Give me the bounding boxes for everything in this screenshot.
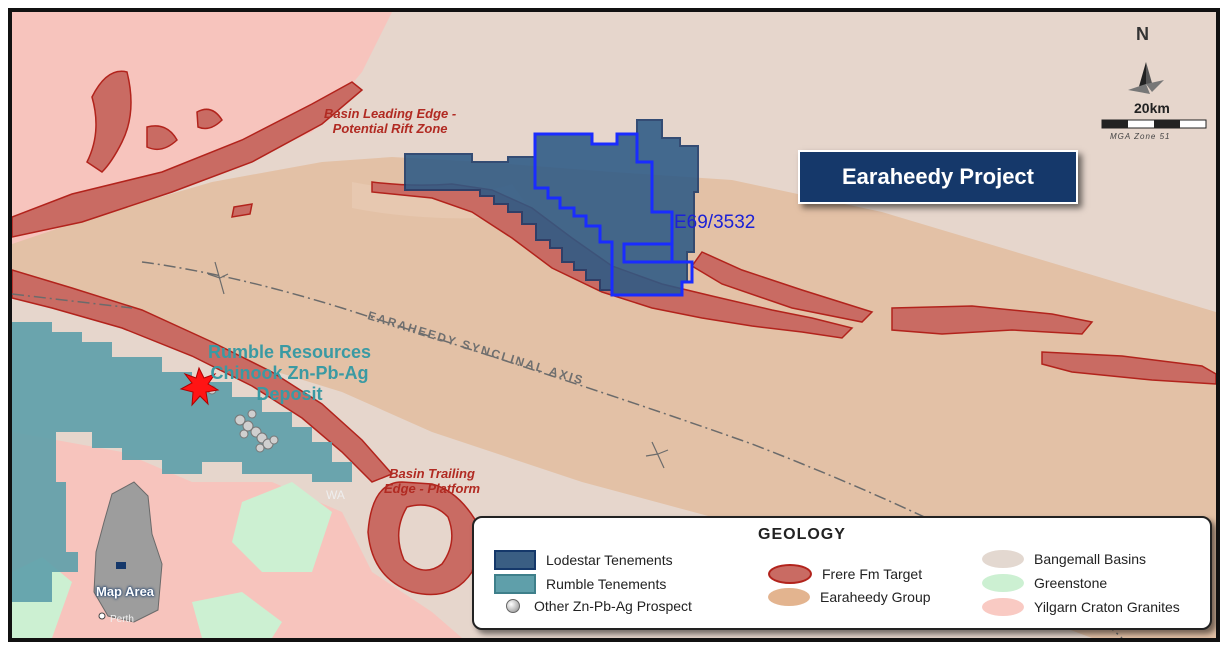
scale-zone-label: MGA Zone 51 [1110,132,1171,141]
syncline-symbol-west [207,261,229,295]
tenement-id-label: E69/3532 [674,212,756,233]
lodestar-e69-3532-outline [533,132,694,297]
prospect-dots [207,385,279,453]
legend-label-prospect: Other Zn-Pb-Ag Prospect [534,598,692,614]
frere-swatch-icon [768,564,812,584]
frere-ridge-southwest [12,269,394,483]
inset-map-area-label: Map Area [96,584,155,599]
frere-ridge-north-arc [12,81,364,238]
north-arrow-icon [1128,62,1164,94]
chinook-deposit-label: Rumble Resources Chinook Zn-Pb-Ag Deposi… [208,342,371,405]
map-area-marker-icon [116,562,126,569]
prospect-dot-icon [506,599,520,613]
legend-item-earaheedy: Earaheedy Group [768,588,931,606]
leading-edge-label-line2: Potential Rift Zone [332,121,448,136]
frere-ridge-fragment-a [196,108,223,130]
inset-perth-label: Perth [110,614,134,625]
frere-fm-target-layer [12,70,1216,596]
legend-label-rumble: Rumble Tenements [546,576,667,592]
frere-ridge-west-loop [86,70,132,173]
greenstone-swatch-icon [982,574,1024,592]
legend-label-lodestar: Lodestar Tenements [546,552,673,568]
rumble-tenements-area [12,322,352,602]
frere-ridge-east-a [690,251,874,323]
trailing-edge-label-line1: Basin Trailing [389,466,475,481]
wa-shape [93,481,163,623]
legend-label-greenstone: Greenstone [1034,575,1108,591]
rumble-swatch-icon [494,574,536,594]
leading-edge-label-line1: Basin Leading Edge - [324,106,457,121]
inset-region-label: WA [326,488,345,502]
legend-item-greenstone: Greenstone [982,574,1107,592]
legend-label-yilgarn: Yilgarn Craton Granites [1034,599,1180,615]
trailing-edge-label-line2: Edge - Platform [384,481,481,496]
scale-bar-graphic [1101,119,1207,129]
project-title: Earaheedy Project [842,164,1034,189]
deposit-label-line2: Chinook Zn-Pb-Ag [210,363,369,383]
legend-label-bangemall: Bangemall Basins [1034,551,1147,567]
legend-geology-heading: GEOLOGY [758,526,846,543]
frere-ring-structure [367,481,483,596]
legend-item-rumble: Rumble Tenements [494,574,666,594]
deposit-label-line1: Rumble Resources [208,342,372,362]
synclinal-axis-line [141,261,1123,638]
frere-ridge-east-c [1041,351,1216,385]
leading-edge-label: Basin Leading Edge - Potential Rift Zone [324,106,456,136]
greenstone-area-central [232,482,332,572]
legend-item-lodestar: Lodestar Tenements [494,550,673,570]
synclinal-axis-west-line [12,293,133,309]
map-frame: Basin Leading Edge - Potential Rift Zone… [8,8,1220,642]
chinook-deposit-star-icon [179,366,220,407]
frere-ridge-small-west [146,125,178,151]
bangemall-swatch-icon [982,550,1024,568]
scale-distance-label: 20km [1134,100,1170,116]
greenstone-area-south [192,592,282,638]
perth-marker-icon [98,612,106,620]
north-label: N [1136,24,1149,44]
deposit-label-line3: Deposit [256,384,323,404]
yilgarn-swatch-icon [982,598,1024,616]
legend-item-frere: Frere Fm Target [768,564,922,584]
frere-ridge-east-b [891,305,1094,335]
project-title-box: Earaheedy Project [798,150,1078,204]
legend-item-yilgarn: Yilgarn Craton Granites [982,598,1180,616]
legend-label-earaheedy: Earaheedy Group [820,589,931,605]
earaheedy-swatch-icon [768,588,810,606]
legend-item-prospect: Other Zn-Pb-Ag Prospect [494,598,692,614]
lodestar-swatch-icon [494,550,536,570]
legend-item-bangemall: Bangemall Basins [982,550,1146,568]
frere-ridge-fragment-b [231,203,253,218]
syncline-symbol-east [645,441,669,469]
trailing-edge-label: Basin Trailing Edge - Platform [384,466,480,496]
legend-label-frere: Frere Fm Target [822,566,923,582]
wa-locator-inset [93,481,163,623]
map-legend: Lodestar Tenements Rumble Tenements Othe… [472,516,1212,630]
